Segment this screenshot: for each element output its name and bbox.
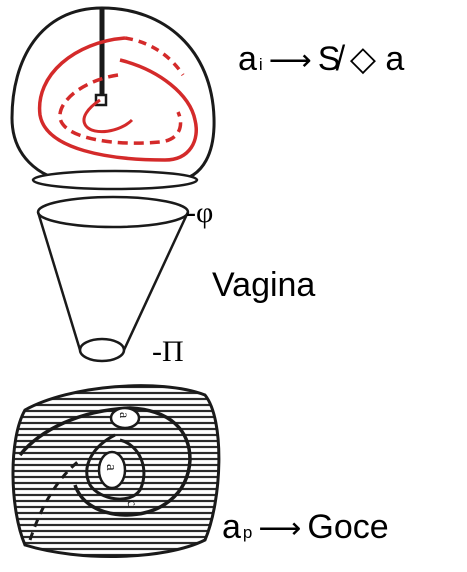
cone xyxy=(36,195,190,363)
red-curve-dash-top xyxy=(124,36,185,76)
cross-cap-bubble xyxy=(10,6,216,183)
cut-point xyxy=(94,93,108,107)
boundary-disc xyxy=(31,169,199,191)
cone-bottom-hole xyxy=(78,337,126,363)
surface-curve-inner xyxy=(85,433,146,501)
cone-rim xyxy=(36,195,190,229)
top-formula: a i ⟶ S̸ ◇ a xyxy=(238,42,404,76)
label-minus-phi: -φ xyxy=(186,196,214,229)
bottom-formula-var: a xyxy=(222,508,241,546)
red-curve-loop xyxy=(82,98,134,134)
cone-left-edge xyxy=(36,211,82,351)
bottom-formula: a p ⟶ Goce xyxy=(222,510,389,544)
torus-letter-outer: a xyxy=(116,412,131,419)
cone-right-edge xyxy=(122,211,190,351)
red-curve-inner xyxy=(58,73,183,145)
torus-letter-inner: a xyxy=(103,464,119,471)
top-formula-var: a xyxy=(238,40,257,78)
bottom-formula-sub: p xyxy=(242,523,253,542)
top-formula-rhs: S̸ ◇ a xyxy=(317,40,405,78)
surface-curve-outer xyxy=(18,406,192,517)
bottom-formula-rhs: Goce xyxy=(307,508,389,546)
bottom-formula-arrow: ⟶ xyxy=(258,512,302,545)
hole-top xyxy=(109,406,141,430)
top-formula-arrow: ⟶ xyxy=(268,44,312,77)
top-formula-sub: i xyxy=(258,55,263,74)
label-minus-pi: -Π xyxy=(152,335,184,368)
red-curve-outer xyxy=(37,36,198,162)
surface-curve-dashed xyxy=(28,458,81,541)
hatched-surface: a a c xyxy=(11,384,221,558)
torus-letter-side: c xyxy=(123,498,139,509)
hole-inner xyxy=(97,450,127,490)
label-vagina: Vagina xyxy=(212,266,316,304)
